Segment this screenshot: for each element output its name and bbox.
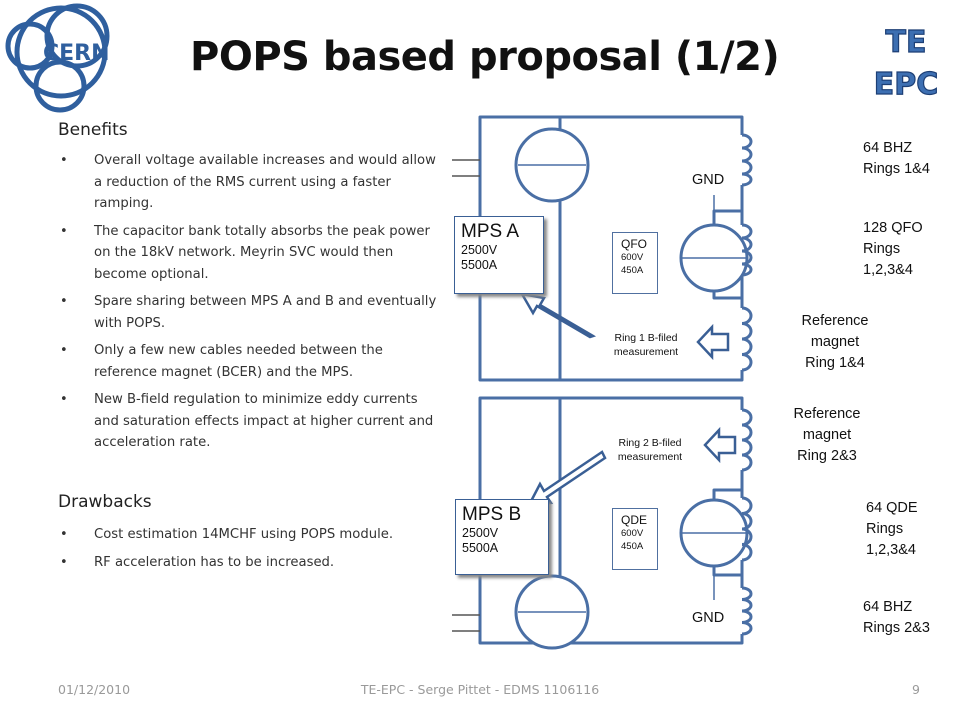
mps-b-voltage: 2500V [462, 526, 499, 540]
qde-magnets-label: 64 QDE Rings 1,2,3&4 [866, 498, 918, 561]
benefit-item: Overall voltage available increases and … [58, 150, 443, 215]
qde-line2: Rings [866, 521, 904, 537]
ref-2-3-line2: magnet [802, 427, 852, 443]
badge-line2: EPC [874, 67, 939, 102]
qde-line3: 1,2,3&4 [866, 542, 916, 558]
coil-qfo [741, 223, 753, 277]
mps-a-current: 5500A [461, 258, 498, 272]
coil-ref-1-4 [741, 306, 753, 372]
arrow-left-icon [696, 323, 730, 361]
ref-2-3-line1: Reference [793, 406, 861, 422]
bhz-2-3-label: 64 BHZ Rings 2&3 [863, 597, 930, 639]
mps-a-name: MPS A [461, 221, 520, 242]
qfo-line2: Rings [863, 241, 901, 257]
mps-b-name: MPS B [462, 504, 522, 525]
qfo-box: QFO 600V 450A [612, 232, 658, 294]
top-right-wire [560, 115, 744, 135]
drawback-item: Cost estimation 14MCHF using POPS module… [58, 524, 458, 546]
coil-qde [741, 496, 753, 562]
page-title: POPS based proposal (1/2) [190, 34, 780, 80]
coil-bhz-1-4 [741, 133, 753, 187]
qde-voltage: 600V [621, 528, 644, 539]
arrow-left-icon [703, 426, 737, 464]
ref-1-4-line1: Reference [801, 313, 869, 329]
bhz-2-3-line2: Rings 2&3 [863, 620, 930, 636]
benefit-item: New B-field regulation to minimize eddy … [58, 389, 443, 454]
qde-name: QDE [621, 513, 648, 527]
bhz-2-3-line1: 64 BHZ [863, 599, 913, 615]
ring-1-measurement-label: Ring 1 B-filed measurement [598, 331, 694, 359]
bhz-1-4-label: 64 BHZ Rings 1&4 [863, 138, 930, 180]
badge-line1: TE [886, 25, 927, 60]
footer-center: TE-EPC - Serge Pittet - EDMS 1106116 [360, 682, 600, 697]
cern-logo-text: CERN [43, 41, 110, 66]
mps-a-voltage: 2500V [461, 243, 498, 257]
ref-magnet-2-3-label: Reference magnet Ring 2&3 [772, 404, 882, 467]
drawback-item: RF acceleration has to be increased. [58, 552, 458, 574]
benefit-item: Only a few new cables needed between the… [58, 340, 443, 383]
qfo-current: 450A [621, 265, 644, 276]
qde-box: QDE 600V 450A [612, 508, 658, 570]
qfo-voltage: 600V [621, 252, 644, 263]
gnd-label-top: GND [692, 172, 725, 188]
qfo-magnets-label: 128 QFO Rings 1,2,3&4 [863, 218, 923, 281]
ref-magnet-1-4-label: Reference magnet Ring 1&4 [780, 311, 890, 374]
ref-1-4-line2: magnet [810, 334, 860, 350]
mps-a-box: MPS A 2500V 5500A [454, 216, 544, 294]
arrow-to-mps-a-icon [519, 292, 597, 339]
gnd-label-bottom: GND [692, 610, 725, 626]
page-number: 9 [912, 682, 920, 697]
benefits-heading: Benefits [58, 120, 128, 140]
mps-b-box: MPS B 2500V 5500A [455, 499, 549, 575]
ref-2-3-line3: Ring 2&3 [797, 448, 857, 464]
qfo-line1: 128 QFO [863, 220, 923, 236]
mps-b-current: 5500A [462, 541, 499, 555]
ring-2-measurement-label: Ring 2 B-filed measurement [602, 436, 698, 464]
coil-ref-2-3 [741, 408, 753, 472]
footer-date: 01/12/2010 [58, 682, 131, 697]
meas-1-line2: measurement [613, 346, 679, 358]
drawbacks-heading: Drawbacks [58, 492, 152, 512]
coil-bhz-2-3 [741, 586, 753, 636]
te-epc-badge: TE EPC [873, 24, 939, 102]
meas-2-line1: Ring 2 B-filed [618, 437, 682, 449]
qde-current: 450A [621, 541, 644, 552]
ref-1-4-line3: Ring 1&4 [805, 355, 865, 371]
meas-1-line1: Ring 1 B-filed [614, 332, 678, 344]
cern-logo: CERN [0, 0, 122, 122]
meas-2-line2: measurement [617, 451, 683, 463]
drawbacks-list: Cost estimation 14MCHF using POPS module… [58, 524, 458, 579]
benefit-item: Spare sharing between MPS A and B and ev… [58, 291, 443, 334]
bhz-1-4-line2: Rings 1&4 [863, 161, 930, 177]
qde-line1: 64 QDE [866, 500, 918, 516]
benefits-list: Overall voltage available increases and … [58, 150, 443, 460]
qfo-line3: 1,2,3&4 [863, 262, 913, 278]
benefit-item: The capacitor bank totally absorbs the p… [58, 221, 443, 286]
qfo-name: QFO [621, 237, 647, 251]
bhz-1-4-line1: 64 BHZ [863, 140, 913, 156]
